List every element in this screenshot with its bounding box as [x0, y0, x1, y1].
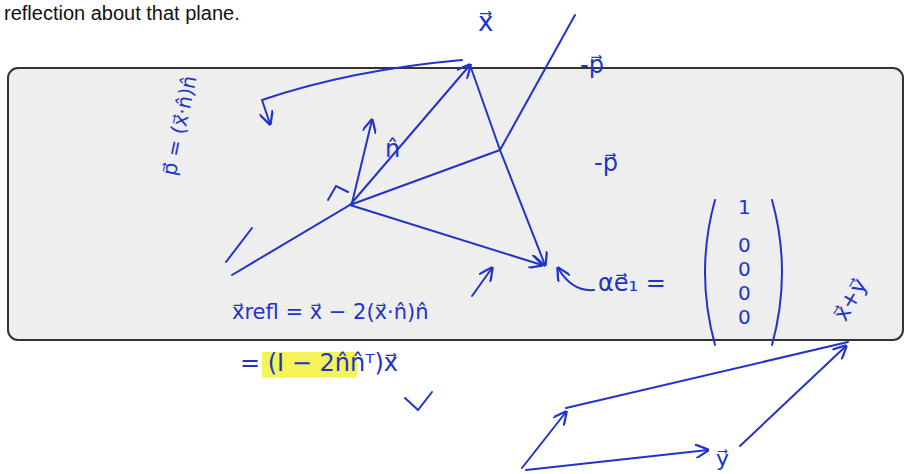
minus-p-lower	[500, 150, 545, 265]
handwritten-label: n̂	[385, 136, 400, 164]
handwritten-label: 0	[738, 258, 751, 281]
plane-line	[232, 150, 500, 275]
panel	[8, 68, 903, 340]
parallelogram-side	[740, 346, 846, 446]
y-vector	[526, 450, 708, 470]
handwritten-label: 1	[738, 196, 751, 219]
text-line: reflection about that plane.	[4, 2, 240, 25]
minus-p-upper	[470, 65, 500, 150]
p-direction	[500, 15, 575, 150]
handwritten-label: = (I − 2n̂n̂ᵀ)x⃗	[240, 350, 398, 378]
handwritten-label: αe⃗₁ =	[598, 270, 666, 298]
plane-stroke	[226, 228, 252, 262]
handwritten-label: x⃗+y⃗	[828, 274, 872, 325]
handwritten-label: p⃗ = (x⃗·n̂)n̂	[158, 73, 202, 177]
x-refl-vector	[350, 205, 542, 265]
matrix-paren	[772, 200, 782, 345]
check-mark	[405, 392, 432, 410]
n-vector	[352, 120, 372, 203]
x-vector	[522, 412, 566, 468]
reflection-sketch	[226, 15, 848, 470]
handwritten-label: x⃗	[478, 8, 493, 38]
handwritten-label: -p⃗	[580, 52, 604, 80]
pointer	[472, 268, 492, 296]
p-vector	[262, 60, 462, 124]
x-vector	[350, 65, 470, 205]
matrix-paren	[705, 200, 715, 345]
handwritten-label: -p⃗	[594, 150, 618, 178]
right-angle	[328, 186, 348, 200]
handwritten-label: y⃗	[716, 446, 729, 471]
parallelogram-side	[566, 342, 848, 408]
pointer	[558, 268, 594, 290]
handwritten-label: 0	[738, 306, 751, 329]
handwritten-label: 0	[738, 282, 751, 305]
handwritten-label: x⃗refl = x⃗ − 2(x⃗·n̂)n̂	[232, 300, 429, 324]
handwritten-label: 0	[738, 234, 751, 257]
